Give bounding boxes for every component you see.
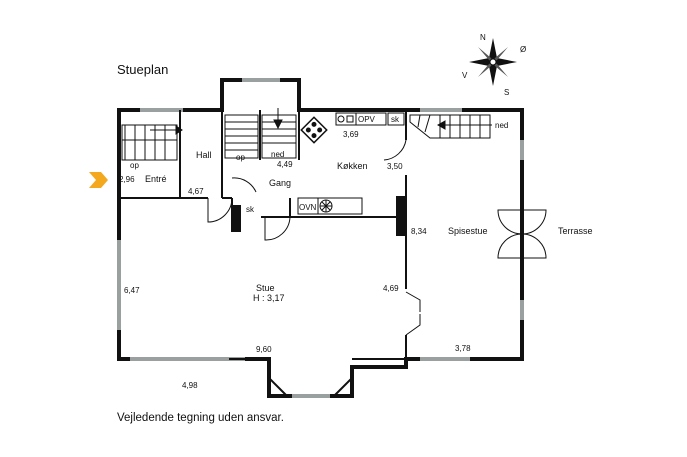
stairs-center bbox=[224, 108, 297, 159]
label-stue-height: H : 3,17 bbox=[253, 293, 285, 303]
dim-4-98: 4,98 bbox=[182, 381, 198, 390]
dim-3-78: 3,78 bbox=[455, 344, 471, 353]
dim-6-47: 6,47 bbox=[124, 286, 140, 295]
dim-4-49: 4,49 bbox=[277, 160, 293, 169]
label-terrasse: Terrasse bbox=[558, 226, 593, 236]
label-stue: Stue bbox=[256, 283, 275, 293]
compass-o: Ø bbox=[520, 45, 526, 54]
solid-columns bbox=[232, 196, 406, 236]
disclaimer: Vejledende tegning uden ansvar. bbox=[117, 412, 284, 424]
stove-icon bbox=[300, 116, 328, 144]
dim-9-60: 9,60 bbox=[256, 345, 272, 354]
dim-2-96: 2,96 bbox=[119, 175, 135, 184]
terrace-doors bbox=[497, 209, 547, 259]
bay-window bbox=[268, 377, 353, 397]
kitchen-fixtures bbox=[297, 112, 405, 215]
label-kokken: Køkken bbox=[337, 161, 368, 171]
label-sk-kitchen: sk bbox=[391, 115, 400, 124]
doors bbox=[207, 139, 421, 336]
label-opv: OPV bbox=[358, 115, 376, 124]
dim-4-69: 4,69 bbox=[383, 284, 399, 293]
entrance-arrow-icon bbox=[89, 172, 108, 188]
label-sk-gang: sk bbox=[246, 205, 255, 214]
label-spisestue: Spisestue bbox=[448, 226, 488, 236]
label-gang: Gang bbox=[269, 178, 291, 188]
dim-3-69: 3,69 bbox=[343, 130, 359, 139]
label-ovn: OVN bbox=[299, 203, 317, 212]
compass-s: S bbox=[504, 88, 509, 97]
windows bbox=[117, 78, 524, 398]
compass-n: N bbox=[480, 33, 486, 42]
interior-walls bbox=[119, 110, 407, 367]
label-stair-ned-hall: ned bbox=[271, 150, 284, 159]
page-title: Stueplan bbox=[117, 62, 169, 77]
sink-icon bbox=[337, 115, 354, 123]
label-hall: Hall bbox=[196, 150, 212, 160]
compass-v: V bbox=[462, 71, 468, 80]
label-stair-ned-spisestue: ned bbox=[495, 121, 508, 130]
fan-icon bbox=[319, 199, 333, 213]
stairs-entre bbox=[121, 124, 183, 161]
label-stair-op-hall: op bbox=[236, 153, 245, 162]
dim-3-50: 3,50 bbox=[387, 162, 403, 171]
dim-4-67: 4,67 bbox=[188, 187, 204, 196]
dim-8-34: 8,34 bbox=[411, 227, 427, 236]
label-stair-op-entre: op bbox=[130, 161, 139, 170]
stairs-spisestue bbox=[409, 114, 492, 139]
compass-rose-icon bbox=[469, 38, 517, 86]
label-entre: Entré bbox=[145, 174, 167, 184]
